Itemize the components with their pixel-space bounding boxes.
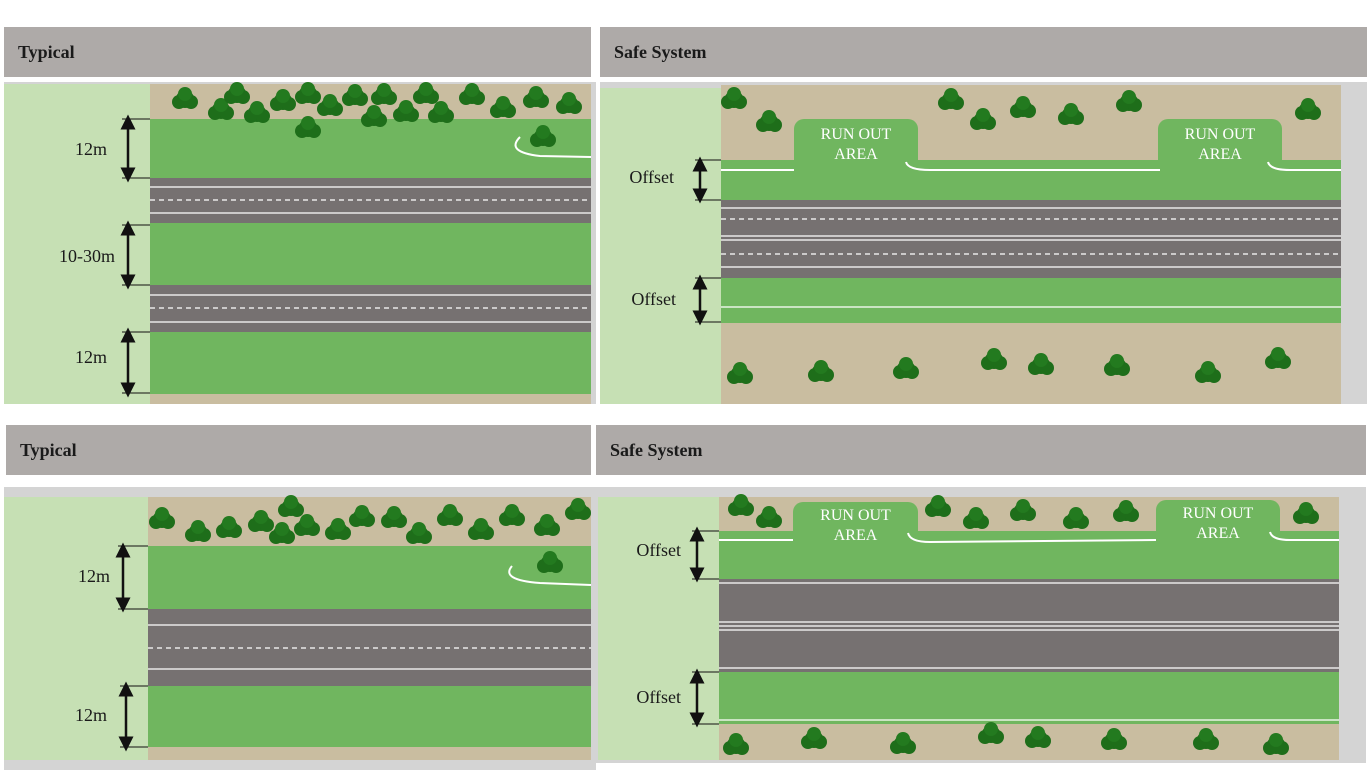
lane-markings-bottom-right <box>719 531 1339 721</box>
outer-verge-bottom <box>148 546 591 609</box>
lane-markings-bottom-left <box>148 565 592 670</box>
offset-label: Offset <box>629 167 674 187</box>
width-label-12m: 12m <box>74 705 107 725</box>
lane-markings-top-right <box>721 161 1341 308</box>
inner-verge-bottom <box>148 686 591 747</box>
safe-system-title-bottom: Safe System <box>610 439 703 460</box>
offset-label: Offset <box>631 289 676 309</box>
offset-label: Offset <box>636 540 681 560</box>
safe-system-title-top: Safe System <box>614 41 707 62</box>
run-out-area: RUN OUT AREA <box>793 502 918 544</box>
offset-verge-median <box>721 278 1341 323</box>
width-label-12m: 12m <box>77 566 110 586</box>
run-out-area: RUN OUT AREA <box>1158 119 1282 169</box>
bottom-strip-bottom <box>148 747 591 760</box>
typical-header-bottom: Typical <box>6 425 591 475</box>
trees-top-left <box>172 82 582 147</box>
width-label-median: 10-30m <box>59 246 115 266</box>
offset-verge-lower <box>719 672 1339 724</box>
trees-bottom-left <box>149 495 591 573</box>
trees-bottom-right <box>723 494 1319 755</box>
typical-title-top: Typical <box>18 41 75 62</box>
typical-title-bottom: Typical <box>20 439 77 460</box>
dimension-arrows-bottom-left <box>115 542 134 752</box>
safe-system-header-bottom: Safe System <box>596 425 1366 475</box>
safe-margin-top <box>600 88 721 404</box>
typical-header-top: Typical <box>4 27 591 77</box>
lane-markings-top-left <box>150 136 592 323</box>
offset-label: Offset <box>636 687 681 707</box>
carriageway-top <box>721 200 1341 278</box>
run-out-area: RUN OUT AREA <box>794 119 918 169</box>
inner-verge-top <box>150 332 591 394</box>
bottom-strip-top <box>150 394 591 404</box>
width-label-12m: 12m <box>74 347 107 367</box>
run-out-area: RUN OUT AREA <box>1156 500 1280 544</box>
width-label-12m: 12m <box>74 139 107 159</box>
median-top <box>150 223 591 285</box>
safe-system-header-top: Safe System <box>600 27 1367 77</box>
